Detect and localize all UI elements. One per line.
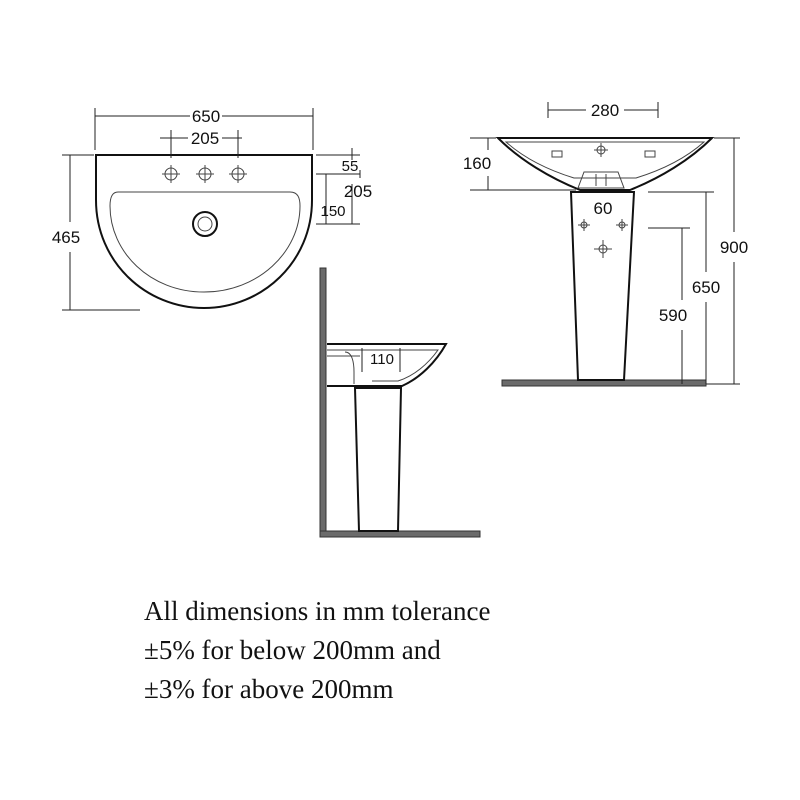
tap-spacing-label: 205 [191,129,219,148]
front-pedestal [569,191,636,381]
tap-spacing-dimension: 205 [160,129,242,158]
plan-depth-dimension: 465 [52,154,140,311]
basin-height-label: 160 [463,154,491,173]
side-bowl-inner [327,349,439,382]
tap-hole-right [229,165,247,183]
tolerance-note-line-2: ±5% for below 200mm and [144,635,441,665]
front-view: 280 160 60 900 650 590 [463,101,748,387]
side-view: 110 [319,267,481,538]
side-projection-label: 110 [370,351,394,368]
side-floor [319,530,481,538]
plan-right-dimensions: 55 205 150 [316,148,372,225]
front-tap-hole [594,143,608,157]
tolerance-note: All dimensions in mm tolerance ±5% for b… [144,592,490,709]
side-projection-dimension: 110 [361,348,401,372]
plan-depth-label: 465 [52,228,80,247]
plan-basin-outline [95,154,313,310]
tap-hole-left [162,165,180,183]
pedestal-top-width-dimension: 280 [547,101,659,120]
front-basin-outline [495,137,715,191]
front-bowl-inner [504,141,706,179]
tap-hole-center [196,165,214,183]
tap-to-waste-label: 205 [344,182,372,201]
wall [319,267,327,537]
side-pedestal [353,387,403,532]
tolerance-note-line-3: ±3% for above 200mm [144,674,394,704]
pedestal-top-width-label: 280 [591,101,619,120]
fixing-height-label: 590 [659,306,687,325]
fixing-spacing-dimension: 60 [594,199,613,218]
plan-bowl-outline [109,191,301,293]
waste-outlet [192,211,218,237]
tolerance-note-line-1: All dimensions in mm tolerance [144,596,491,626]
fixing-hole-right [616,219,628,231]
overall-height-label: 900 [720,238,748,257]
basin-height-dimension: 160 [463,137,576,191]
back-to-bowl-label: 150 [320,203,345,220]
side-basin-outline [327,343,448,387]
height-dimensions: 900 650 590 [648,137,748,385]
plan-width-label: 650 [192,107,220,126]
plan-view: 650 205 465 55 205 1 [52,107,372,311]
pedestal-centre-hole [594,240,612,258]
plan-width-dimension: 650 [94,107,314,150]
rim-to-tap-label: 55 [342,158,359,175]
fixing-spacing-label: 60 [594,199,613,218]
fixing-hole-left [578,219,590,231]
rim-height-label: 650 [692,278,720,297]
